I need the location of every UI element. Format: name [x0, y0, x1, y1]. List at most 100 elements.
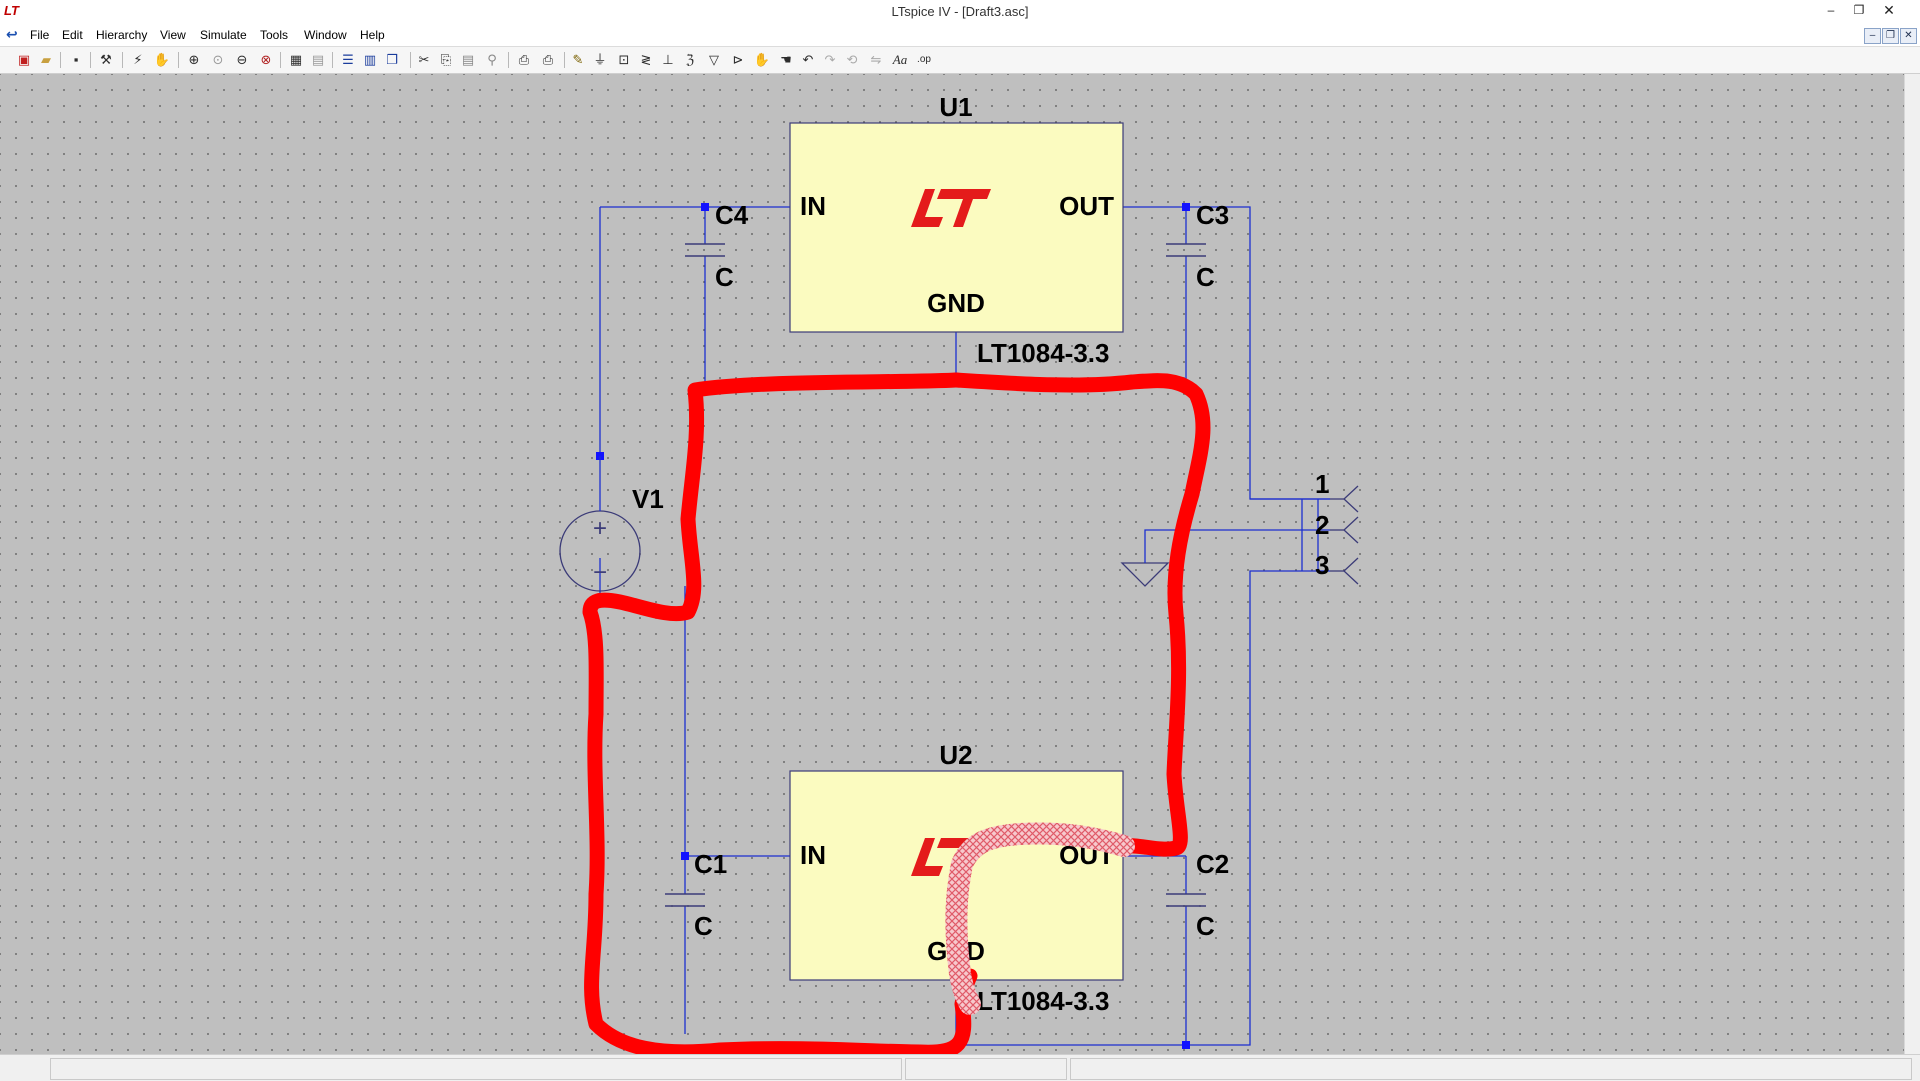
- move-icon[interactable]: ✋: [753, 52, 771, 67]
- close-button[interactable]: ✕: [1883, 2, 1895, 18]
- toolbar-separator: [280, 52, 281, 68]
- draw-wire-icon[interactable]: ✎: [572, 52, 584, 67]
- ground-icon: [1120, 541, 1170, 587]
- c2-ref-label: C2: [1196, 849, 1229, 879]
- wire-gnd-pin2: [1144, 529, 1330, 541]
- wire-u2-in: [684, 586, 790, 857]
- menu-bar: ↩ File Edit Hierarchy View Simulate Tool…: [0, 24, 1920, 47]
- regulator-u1: U1 IN OUT GND LT1084-3.3: [789, 92, 1124, 368]
- tile-vertical-icon[interactable]: ▥: [363, 52, 377, 67]
- autorange-icon[interactable]: ▦: [289, 52, 303, 67]
- u1-part-label: LT1084-3.3: [977, 338, 1109, 368]
- c1-ref-label: C1: [694, 849, 727, 879]
- undo-icon[interactable]: ↶: [802, 52, 814, 67]
- red-annotation-right: [948, 372, 1211, 857]
- menu-file[interactable]: File: [30, 28, 50, 42]
- status-pane-main: [50, 1058, 902, 1080]
- print-icon[interactable]: ⎙: [542, 52, 554, 67]
- menu-tools[interactable]: Tools: [260, 28, 289, 42]
- inductor-icon[interactable]: ℨ: [685, 52, 694, 67]
- diode-icon[interactable]: ▽: [709, 52, 719, 67]
- window-title: LTspice IV - [Draft3.asc]: [891, 4, 1029, 19]
- halt-icon[interactable]: ✋: [153, 52, 171, 67]
- u1-ref-label: U1: [939, 92, 972, 122]
- zoom-out-icon[interactable]: ⊖: [236, 52, 248, 67]
- schematic-drawing: U1 IN OUT GND LT1084-3.3 U2 IN OUT GND L…: [559, 92, 1359, 1060]
- minimize-button[interactable]: –: [1827, 3, 1835, 17]
- capacitors: [665, 243, 1206, 907]
- junction-dot: [1182, 203, 1190, 211]
- rotate-icon[interactable]: ⟲: [846, 52, 858, 67]
- print-preview-icon[interactable]: ⎙: [518, 52, 530, 67]
- c3-value-label: C: [1196, 262, 1215, 292]
- paste-icon[interactable]: ▤: [461, 52, 475, 67]
- label-net-icon[interactable]: ⊡: [618, 52, 630, 67]
- status-bar: [0, 1054, 1920, 1081]
- redo-icon[interactable]: ↷: [824, 52, 836, 67]
- component-icon[interactable]: ⊳: [732, 52, 744, 67]
- capacitor-labels: C4 C C3 C C1 C C2 C: [694, 200, 1229, 941]
- open-icon[interactable]: ▰: [41, 52, 51, 67]
- mdi-restore-button[interactable]: ❐: [1882, 28, 1899, 44]
- save-icon[interactable]: ▪: [73, 52, 79, 67]
- menu-help[interactable]: Help: [360, 28, 385, 42]
- menu-edit[interactable]: Edit: [62, 28, 83, 42]
- c4-ref-label: C4: [715, 200, 749, 230]
- run-icon[interactable]: ⚡: [133, 52, 143, 67]
- u1-in-pin-label: IN: [800, 191, 826, 221]
- ground-icon[interactable]: ⏚: [593, 52, 607, 67]
- v1-minus-sign: −: [593, 559, 607, 586]
- cut-icon[interactable]: ✂: [418, 52, 430, 67]
- u2-part-label: LT1084-3.3: [977, 986, 1109, 1016]
- connector-pin-1-label: 1: [1315, 469, 1329, 499]
- mirror-icon[interactable]: ⇋: [870, 52, 882, 67]
- vertical-scrollbar[interactable]: [1904, 74, 1920, 1054]
- toolbar-separator: [122, 52, 123, 68]
- find-icon[interactable]: ⚲: [487, 52, 497, 67]
- spice-directive-icon[interactable]: .op: [917, 54, 931, 65]
- toolbar-separator: [90, 52, 91, 68]
- toolbar-separator: [60, 52, 61, 68]
- junction-dot: [1182, 1041, 1190, 1049]
- text-icon[interactable]: Aa: [892, 52, 908, 67]
- control-panel-icon[interactable]: ⚒: [100, 52, 112, 67]
- ground-triangle: [1120, 562, 1170, 587]
- hatched-annotation: [945, 822, 1135, 1015]
- menu-simulate[interactable]: Simulate: [200, 28, 247, 42]
- cascade-icon[interactable]: ❐: [386, 52, 398, 67]
- u2-ref-label: U2: [939, 740, 972, 770]
- toolbar-separator: [178, 52, 179, 68]
- c4-value-label: C: [715, 262, 734, 292]
- document-icon[interactable]: ↩: [6, 26, 18, 42]
- schematic-canvas[interactable]: U1 IN OUT GND LT1084-3.3 U2 IN OUT GND L…: [0, 74, 1904, 1060]
- new-schematic-icon[interactable]: ▣: [17, 52, 31, 67]
- pin2-arrow-icon: [1343, 516, 1359, 544]
- tile-horizontal-icon[interactable]: ☰: [342, 52, 354, 67]
- c2-value-label: C: [1196, 911, 1215, 941]
- toolbar-separator: [508, 52, 509, 68]
- lt-logo-icon: [911, 189, 991, 227]
- mdi-close-button[interactable]: ✕: [1900, 28, 1917, 44]
- toolbar: ▣ ▰ ▪ ⚒ ⚡ ✋ ⊕ ⊙ ⊖ ⊗ ▦ ▤ ☰ ▥ ❐ ✂ ⎘ ▤ ⚲ ⎙ …: [0, 47, 1920, 74]
- menu-hierarchy[interactable]: Hierarchy: [96, 28, 148, 42]
- drag-icon[interactable]: ☚: [780, 52, 792, 67]
- u1-body: [789, 122, 1124, 333]
- menu-view[interactable]: View: [160, 28, 186, 42]
- pan-icon[interactable]: ⊙: [212, 52, 224, 67]
- status-pane-secondary: [905, 1058, 1067, 1080]
- copy-icon[interactable]: ⎘: [440, 52, 452, 67]
- mdi-minimize-button[interactable]: –: [1864, 28, 1881, 44]
- ltspice-app-icon: LT: [4, 3, 19, 18]
- menu-window[interactable]: Window: [304, 28, 347, 42]
- restore-button[interactable]: ❐: [1853, 3, 1865, 17]
- zoom-fit-icon[interactable]: ⊗: [260, 52, 272, 67]
- zoom-in-icon[interactable]: ⊕: [188, 52, 200, 67]
- resistor-icon[interactable]: ≷: [640, 52, 652, 67]
- toolbar-separator: [410, 52, 411, 68]
- view-spice-netlist-icon[interactable]: ▤: [311, 52, 325, 67]
- capacitor-icon[interactable]: ⊥: [662, 52, 674, 67]
- junction-dot: [681, 852, 689, 860]
- u1-out-pin-label: OUT: [1059, 191, 1114, 221]
- red-annotation-loop: [582, 372, 978, 1060]
- connector-pin-2-label: 2: [1315, 510, 1329, 540]
